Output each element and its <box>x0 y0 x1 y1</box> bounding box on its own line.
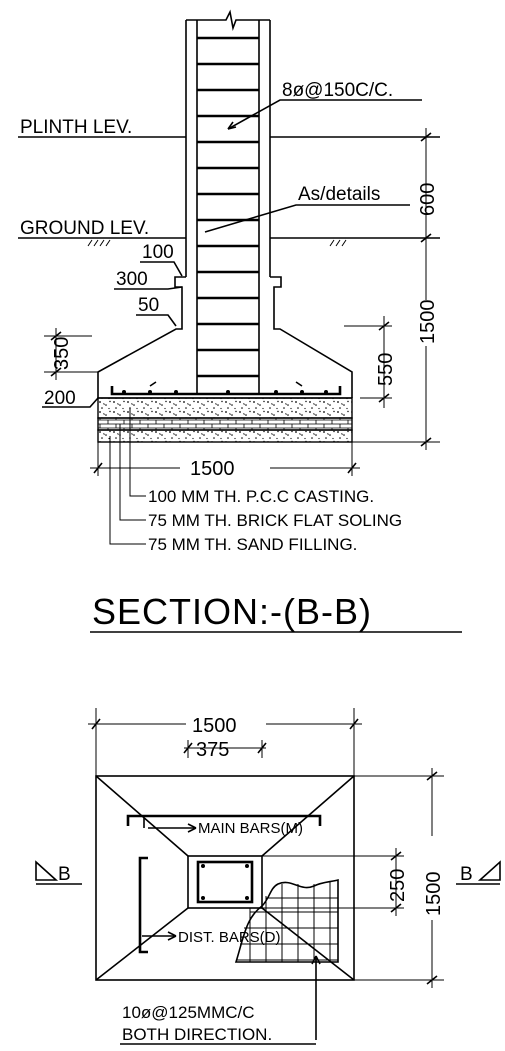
footing-outline <box>97 276 353 398</box>
dim-100-leader <box>140 261 183 277</box>
plan-dim-250: 250 <box>262 848 409 916</box>
dim-200-leader <box>42 397 99 408</box>
dist-bars-label: DIST. BARS(D) <box>178 929 281 946</box>
section-view: PLINTH LEV. GROUND LEV. 8ø@150C/C. As/de… <box>18 9 462 633</box>
pcc-layer <box>97 397 353 419</box>
column-break-symbol <box>186 9 270 31</box>
stirrup-leader <box>227 99 422 130</box>
plan-mesh-cutaway <box>234 878 339 963</box>
svg-text:550: 550 <box>375 353 397 386</box>
rebar-note-2: BOTH DIRECTION. <box>122 1025 272 1044</box>
plan-column <box>196 860 254 904</box>
dim-550: 550 <box>344 316 397 408</box>
main-bars-rebar <box>126 814 322 826</box>
svg-text:1500: 1500 <box>417 300 439 345</box>
plan-dim-1500-right: 1500 <box>354 768 445 988</box>
dim-1500-horizontal: 1500 <box>90 442 360 480</box>
dim-1500-vertical: 1500 <box>352 238 440 450</box>
svg-text:375: 375 <box>196 739 229 761</box>
svg-text:1500: 1500 <box>190 458 235 480</box>
plan-view: 1500 375 MAIN BARS(M) <box>35 708 501 1045</box>
dim-200-text: 200 <box>44 388 76 409</box>
ground-hatch-left <box>87 239 111 247</box>
svg-text:1500: 1500 <box>192 715 237 737</box>
plan-dim-375: 375 <box>183 739 267 761</box>
note-leader-brick <box>119 424 146 521</box>
brick-soling-layer <box>97 417 353 431</box>
plan-slope-lines <box>95 775 355 981</box>
as-details-label: As/details <box>298 184 380 205</box>
column-stirrups <box>197 36 259 378</box>
dim-300-leader <box>114 286 183 290</box>
svg-text:1500: 1500 <box>423 872 445 917</box>
svg-text:350: 350 <box>51 337 73 370</box>
rebar-dots <box>122 390 328 394</box>
dim-50-leader <box>136 314 177 327</box>
dim-600: 600 <box>417 128 439 246</box>
note-sand: 75 MM TH. SAND FILLING. <box>148 535 357 554</box>
main-bars-leader <box>143 818 196 829</box>
plan-pedestal <box>187 855 263 909</box>
stirrup-label: 8ø@150C/C. <box>282 80 393 101</box>
main-bars-label: MAIN BARS(M) <box>198 820 303 837</box>
dim-50-text: 50 <box>138 295 159 316</box>
svg-text:250: 250 <box>387 869 409 902</box>
plan-footing-outline <box>95 775 355 981</box>
dim-300-text: 300 <box>116 269 148 290</box>
note-pcc: 100 MM TH. P.C.C CASTING. <box>148 487 374 506</box>
dim-100-text: 100 <box>142 242 174 263</box>
section-title: SECTION:-(B-B) <box>92 591 372 632</box>
bottom-rebar <box>110 386 342 396</box>
dim-350: 350 <box>44 328 98 380</box>
sand-filling-layer <box>97 429 353 443</box>
section-marker-right: B <box>456 860 501 885</box>
svg-text:B: B <box>460 864 473 885</box>
plinth-label: PLINTH LEV. <box>20 117 132 138</box>
svg-text:B: B <box>58 864 71 885</box>
svg-text:600: 600 <box>417 183 439 216</box>
dist-bars-rebar <box>138 856 148 954</box>
ground-hatch-right <box>329 239 347 247</box>
column-outline <box>185 20 271 394</box>
ground-label: GROUND LEV. <box>20 218 149 239</box>
rebar-note-1: 10ø@125MMC/C <box>122 1003 255 1022</box>
plan-dim-1500-top: 1500 <box>88 708 362 776</box>
section-marker-left: B <box>35 860 82 885</box>
plan-column-bars <box>201 864 249 900</box>
as-details-leader <box>204 204 410 233</box>
note-leader-pcc <box>129 408 146 497</box>
note-brick: 75 MM TH. BRICK FLAT SOLING <box>148 511 402 530</box>
note-leader-sand <box>109 436 146 545</box>
